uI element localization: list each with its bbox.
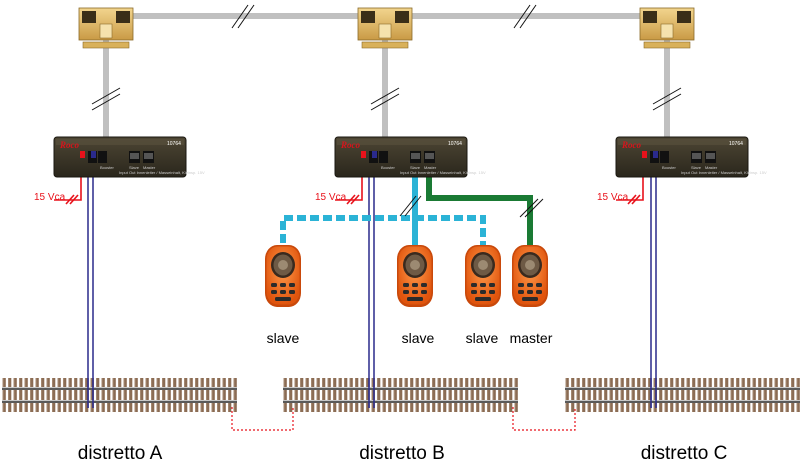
booster-model: 10764 — [729, 141, 743, 147]
handheld-label: slave — [267, 330, 300, 346]
district-label: distretto B — [359, 443, 445, 462]
booster-port-label: Master — [705, 165, 718, 170]
booster-port-label: Slave — [129, 165, 140, 170]
booster-bottom-text: Input Out Innenleiter / Masseinhalt, Kle… — [119, 170, 205, 175]
master-cable — [426, 158, 533, 246]
handheld-controller-icon — [397, 245, 433, 307]
booster-port-label: Booster — [100, 165, 114, 170]
handheld-label: slave — [466, 330, 499, 346]
booster-bottom-text: Input Out Innenleiter / Masseinhalt, Kle… — [400, 170, 486, 175]
rail-track-icon — [2, 378, 237, 412]
voltage-label: 15 Vca — [34, 192, 66, 203]
bus-connector-icon — [357, 7, 413, 49]
track-feed-wires — [87, 160, 657, 408]
booster-port-label: Master — [143, 165, 156, 170]
bus-connector-icon — [639, 7, 695, 49]
district-label: distretto C — [641, 443, 728, 462]
booster-port-label: Master — [424, 165, 437, 170]
district-label: distretto A — [78, 443, 163, 462]
voltage-label: 15 Vca — [315, 192, 347, 203]
booster-unit-icon: Roco 10764 Booster Slave Master Input Ou… — [334, 136, 486, 178]
rail-track-icon — [283, 378, 518, 412]
booster-port-label: Booster — [381, 165, 395, 170]
rail-track-icon — [565, 378, 800, 412]
booster-bottom-text: Input Out Innenleiter / Masseinhalt, Kle… — [681, 170, 767, 175]
booster-port-label: Booster — [662, 165, 676, 170]
booster-unit-icon: Roco 10764 Booster Slave Master Input Ou… — [53, 136, 205, 178]
booster-brand: Roco — [340, 140, 360, 150]
booster-model: 10764 — [448, 141, 462, 147]
booster-brand: Roco — [59, 140, 79, 150]
handheld-controller-icon — [265, 245, 301, 307]
booster-port-label: Slave — [691, 165, 702, 170]
booster-brand: Roco — [621, 140, 641, 150]
voltage-label: 15 Vca — [597, 192, 629, 203]
booster-port-label: Slave — [410, 165, 421, 170]
handheld-label: slave — [402, 330, 435, 346]
track-link — [231, 407, 576, 431]
booster-unit-icon: Roco 10764 Booster Slave Master Input Ou… — [615, 136, 767, 178]
booster-model: 10764 — [167, 141, 181, 147]
bus-connector-icon — [78, 7, 134, 49]
handheld-controller-icon — [465, 245, 501, 307]
handheld-label: master — [510, 330, 553, 346]
handheld-controller-icon — [512, 245, 548, 307]
